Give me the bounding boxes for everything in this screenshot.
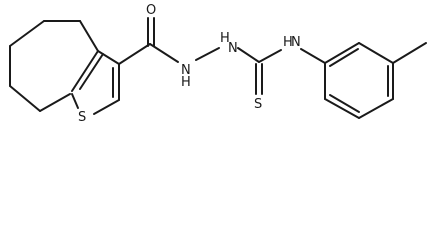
bond xyxy=(258,49,282,63)
bond xyxy=(118,43,151,65)
bond xyxy=(195,47,220,61)
bond xyxy=(358,42,394,64)
bond xyxy=(324,98,360,119)
bond xyxy=(97,50,120,65)
methyl-bond xyxy=(392,42,427,64)
bond xyxy=(329,94,360,113)
atom-label-sulfur: S xyxy=(78,110,86,125)
cyclohexene-ring xyxy=(9,20,81,112)
bond xyxy=(79,20,99,52)
bond xyxy=(149,43,179,63)
atom-label-oxygen: O xyxy=(146,3,156,18)
atom-label-sulfur: S xyxy=(254,97,262,112)
bond xyxy=(79,53,104,90)
thiophene-ring xyxy=(71,20,120,115)
tolyl-ring xyxy=(324,42,427,119)
molecule-diagram: O N H H N H N S S xyxy=(9,3,427,125)
bond xyxy=(71,50,99,92)
bond xyxy=(358,98,394,119)
bond xyxy=(9,20,45,47)
atom-label-nitrogen: N xyxy=(291,35,301,50)
bond xyxy=(39,93,71,112)
bond xyxy=(71,93,79,109)
bond xyxy=(93,99,120,115)
bond xyxy=(300,48,326,64)
bond xyxy=(9,85,41,112)
bond xyxy=(237,47,260,63)
bond xyxy=(329,48,359,67)
bond xyxy=(324,42,360,64)
atom-label-hydrogen: H xyxy=(283,35,293,50)
atom-label-hydrogen: H xyxy=(181,75,191,90)
structure-svg: O N H H N H N S S xyxy=(9,3,427,125)
atom-labels: O N H H N H N S S xyxy=(78,3,301,125)
atom-label-nitrogen: N xyxy=(181,63,191,78)
side-chain xyxy=(118,17,326,95)
atom-label-hydrogen: H xyxy=(220,31,230,46)
atom-label-nitrogen: N xyxy=(228,41,238,56)
